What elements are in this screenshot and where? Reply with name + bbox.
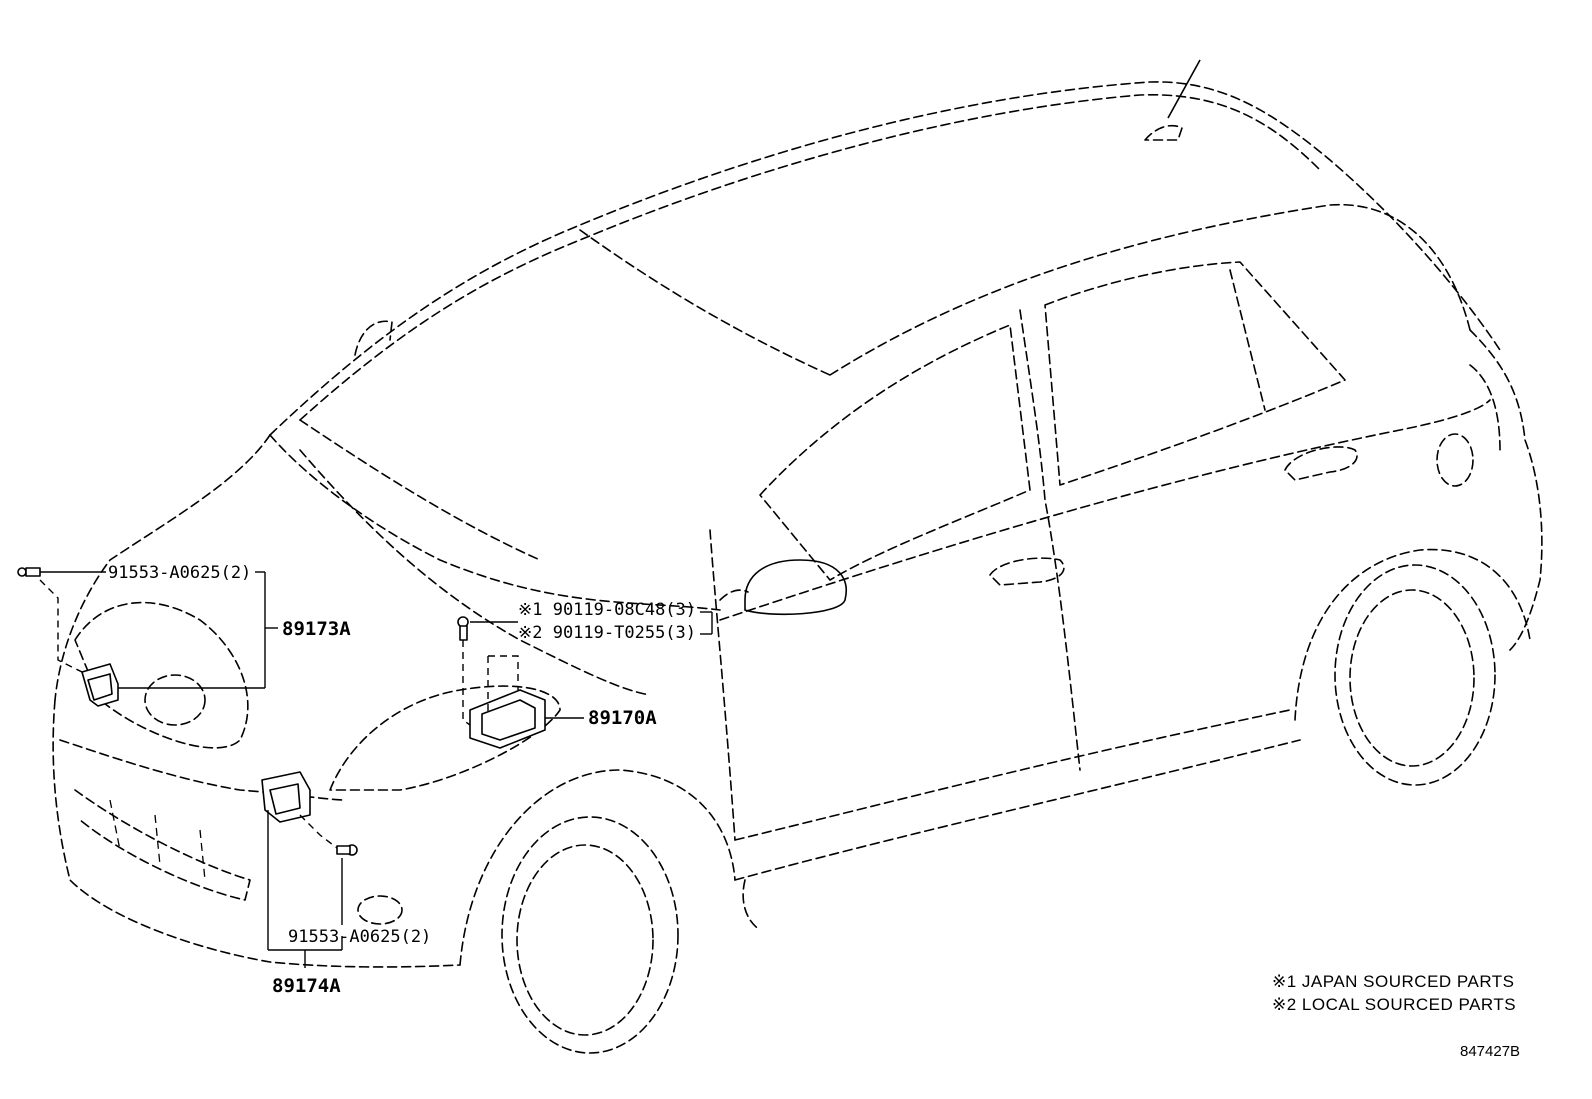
car-outline	[52, 59, 1543, 1054]
front-left-sensor-part	[81, 663, 119, 707]
center-airbag-sensor-part	[469, 689, 546, 749]
callout-labels: 91553-A0625(2) 89173A ※1 90119-08C48(3) …	[108, 563, 696, 997]
callout-sensor-front-left: 89173A	[282, 618, 351, 640]
bolt-lower	[336, 844, 358, 856]
callout-bolt-lower: 91553-A0625(2)	[288, 927, 431, 947]
callout-bolt-upper-left: 91553-A0625(2)	[108, 563, 251, 583]
leader-lines	[39, 571, 713, 968]
drawing-code: 847427B	[1460, 1043, 1520, 1060]
bolt-upper-left	[17, 567, 41, 577]
legend-note-japan: ※1 JAPAN SOURCED PARTS	[1272, 972, 1515, 991]
callout-sensor-front-right: 89174A	[272, 975, 341, 997]
legend: ※1 JAPAN SOURCED PARTS ※2 LOCAL SOURCED …	[1272, 972, 1516, 1014]
front-right-sensor-part	[261, 771, 311, 823]
callout-bolt-local: ※2 90119-T0255(3)	[518, 623, 696, 643]
callout-airbag-sensor-center: 89170A	[588, 707, 657, 729]
legend-note-local: ※2 LOCAL SOURCED PARTS	[1272, 995, 1516, 1014]
callout-bolt-japan: ※1 90119-08C48(3)	[518, 600, 696, 620]
bolt-center	[457, 616, 469, 641]
